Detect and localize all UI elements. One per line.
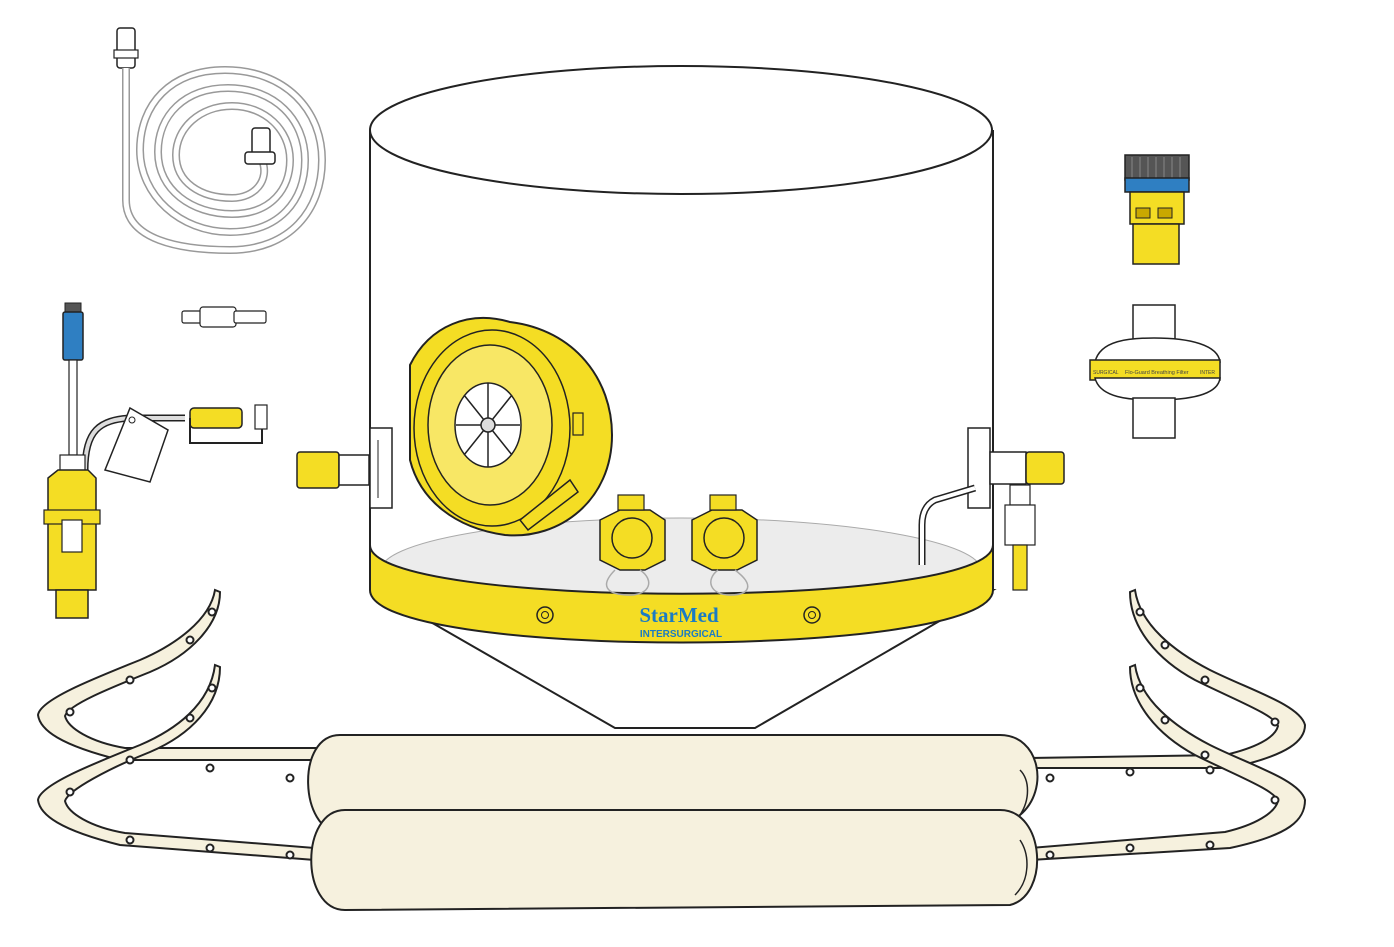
- hood-small-port-left[interactable]: [599, 494, 666, 596]
- cushion-lower: [310, 809, 1039, 912]
- filter-label: Flo-Guard Breathing Filter: [1125, 370, 1189, 376]
- filter-brand-right: INTER: [1200, 370, 1215, 376]
- left-strap-lower: [36, 663, 316, 862]
- right-side-connector[interactable]: [918, 427, 1065, 591]
- filter-brand-left: SURGICAL: [1093, 370, 1119, 376]
- hood-top-rim: [369, 65, 993, 195]
- hood-small-port-right[interactable]: [691, 494, 758, 596]
- left-side-connector[interactable]: [296, 427, 393, 509]
- port-valve-wheel-icon: [454, 382, 522, 468]
- hood-ring: StarMed INTERSURGICAL: [369, 544, 994, 644]
- pressure-release-valve: [43, 302, 268, 619]
- ring-snap-right: [803, 606, 821, 624]
- breathing-filter: SURGICAL Flo-Guard Breathing Filter INTE…: [1089, 304, 1221, 439]
- blue-cap-adapter: [1124, 154, 1190, 265]
- brand-logo-starmed: StarMed: [639, 603, 719, 627]
- straight-connector: [181, 306, 267, 328]
- ring-snap-left: [536, 606, 554, 624]
- coiled-oxygen-tube: [113, 27, 327, 255]
- hood-access-port[interactable]: [409, 317, 614, 537]
- right-strap-upper: [1029, 588, 1307, 783]
- right-strap-lower: [1029, 663, 1307, 862]
- brand-logo-intersurgical: INTERSURGICAL: [640, 629, 722, 640]
